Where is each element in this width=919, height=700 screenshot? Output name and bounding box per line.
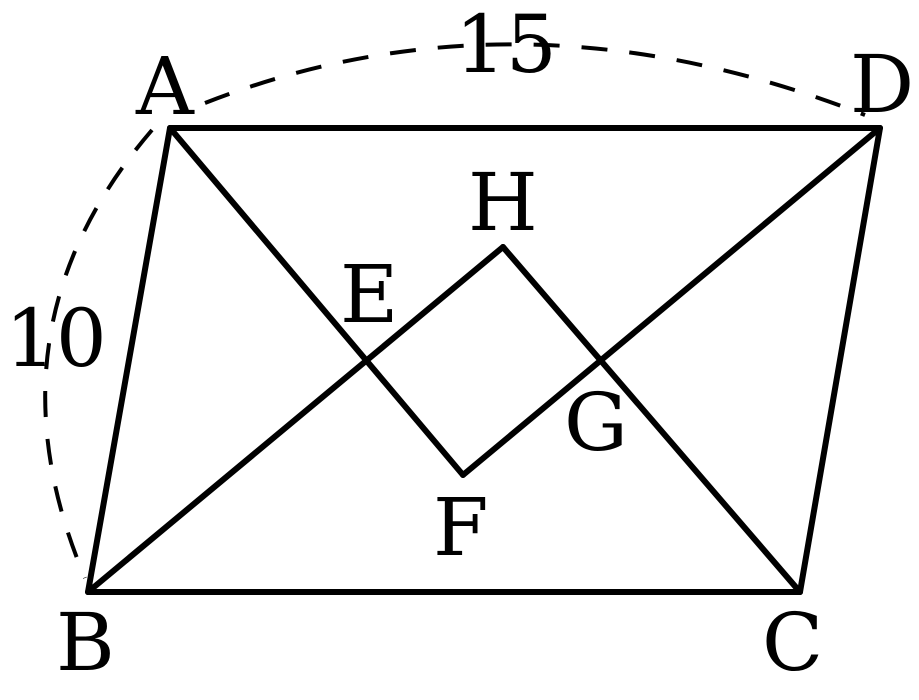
- label-h: H: [468, 156, 538, 249]
- label-g: G: [564, 376, 628, 469]
- segment-af: [167, 125, 466, 478]
- segment-hc: [500, 244, 803, 595]
- side-ba: [85, 125, 173, 595]
- segment-bh: [85, 244, 506, 595]
- label-d: D: [850, 38, 914, 131]
- dimension-label-ab: 10: [5, 292, 107, 385]
- segment-fd: [460, 125, 883, 478]
- side-dc: [797, 125, 883, 595]
- label-a: A: [135, 40, 195, 133]
- label-c: C: [762, 596, 823, 689]
- label-f: F: [433, 481, 489, 574]
- label-e: E: [340, 248, 398, 341]
- dimension-arc-ab: [43, 128, 154, 579]
- dimension-label-ad: 15: [455, 0, 557, 91]
- label-b: B: [56, 596, 115, 689]
